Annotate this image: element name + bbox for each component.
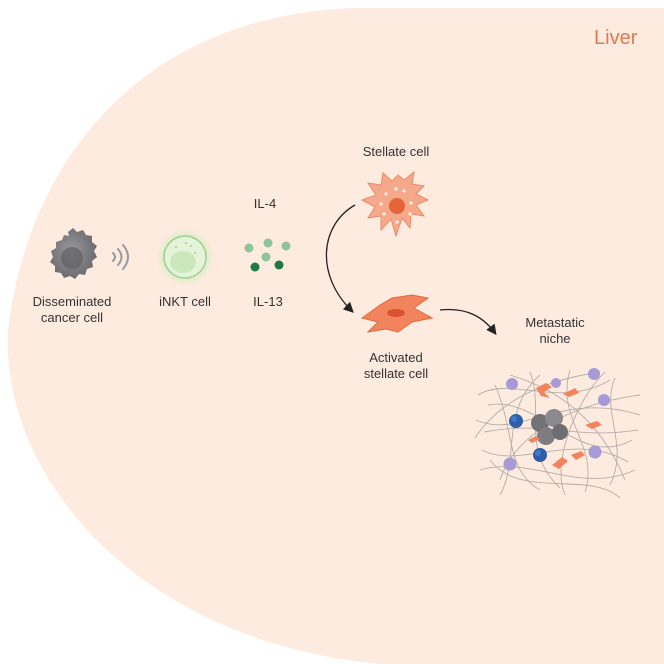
disseminated-cancer-cell-label: Disseminated cancer cell: [16, 294, 128, 326]
organ-label: Liver: [594, 27, 638, 49]
inkt-cell-icon: [155, 227, 215, 287]
stellate-cell-label: Stellate cell: [362, 144, 430, 159]
cytokine-dots-icon: [244, 238, 291, 272]
activated-label-line1: Activated: [369, 350, 423, 365]
signal-waves-icon: [112, 244, 129, 270]
stellate-cell-icon: [360, 170, 430, 238]
metastatic-label-line2: niche: [539, 331, 571, 346]
activated-label-line2: stellate cell: [363, 366, 429, 381]
inkt-cell-label: iNKT cell: [159, 294, 211, 309]
il13-label: IL-13: [253, 294, 283, 309]
il4-label: IL-4: [253, 196, 277, 211]
activation-arrow: [325, 204, 356, 313]
niche-arrow: [439, 308, 497, 336]
activated-stellate-cell-label: Activated stellate cell: [340, 350, 452, 382]
disseminated-label-line1: Disseminated: [32, 294, 112, 309]
metastatic-niche-icon: [474, 368, 641, 499]
activated-stellate-cell-icon: [360, 294, 434, 333]
metastatic-label-line1: Metastatic: [525, 315, 585, 330]
cancer-cell-icon: [50, 228, 97, 279]
metastatic-niche-label: Metastatic niche: [505, 315, 605, 347]
disseminated-label-line2: cancer cell: [40, 310, 104, 325]
liver-background: [7, 8, 664, 664]
